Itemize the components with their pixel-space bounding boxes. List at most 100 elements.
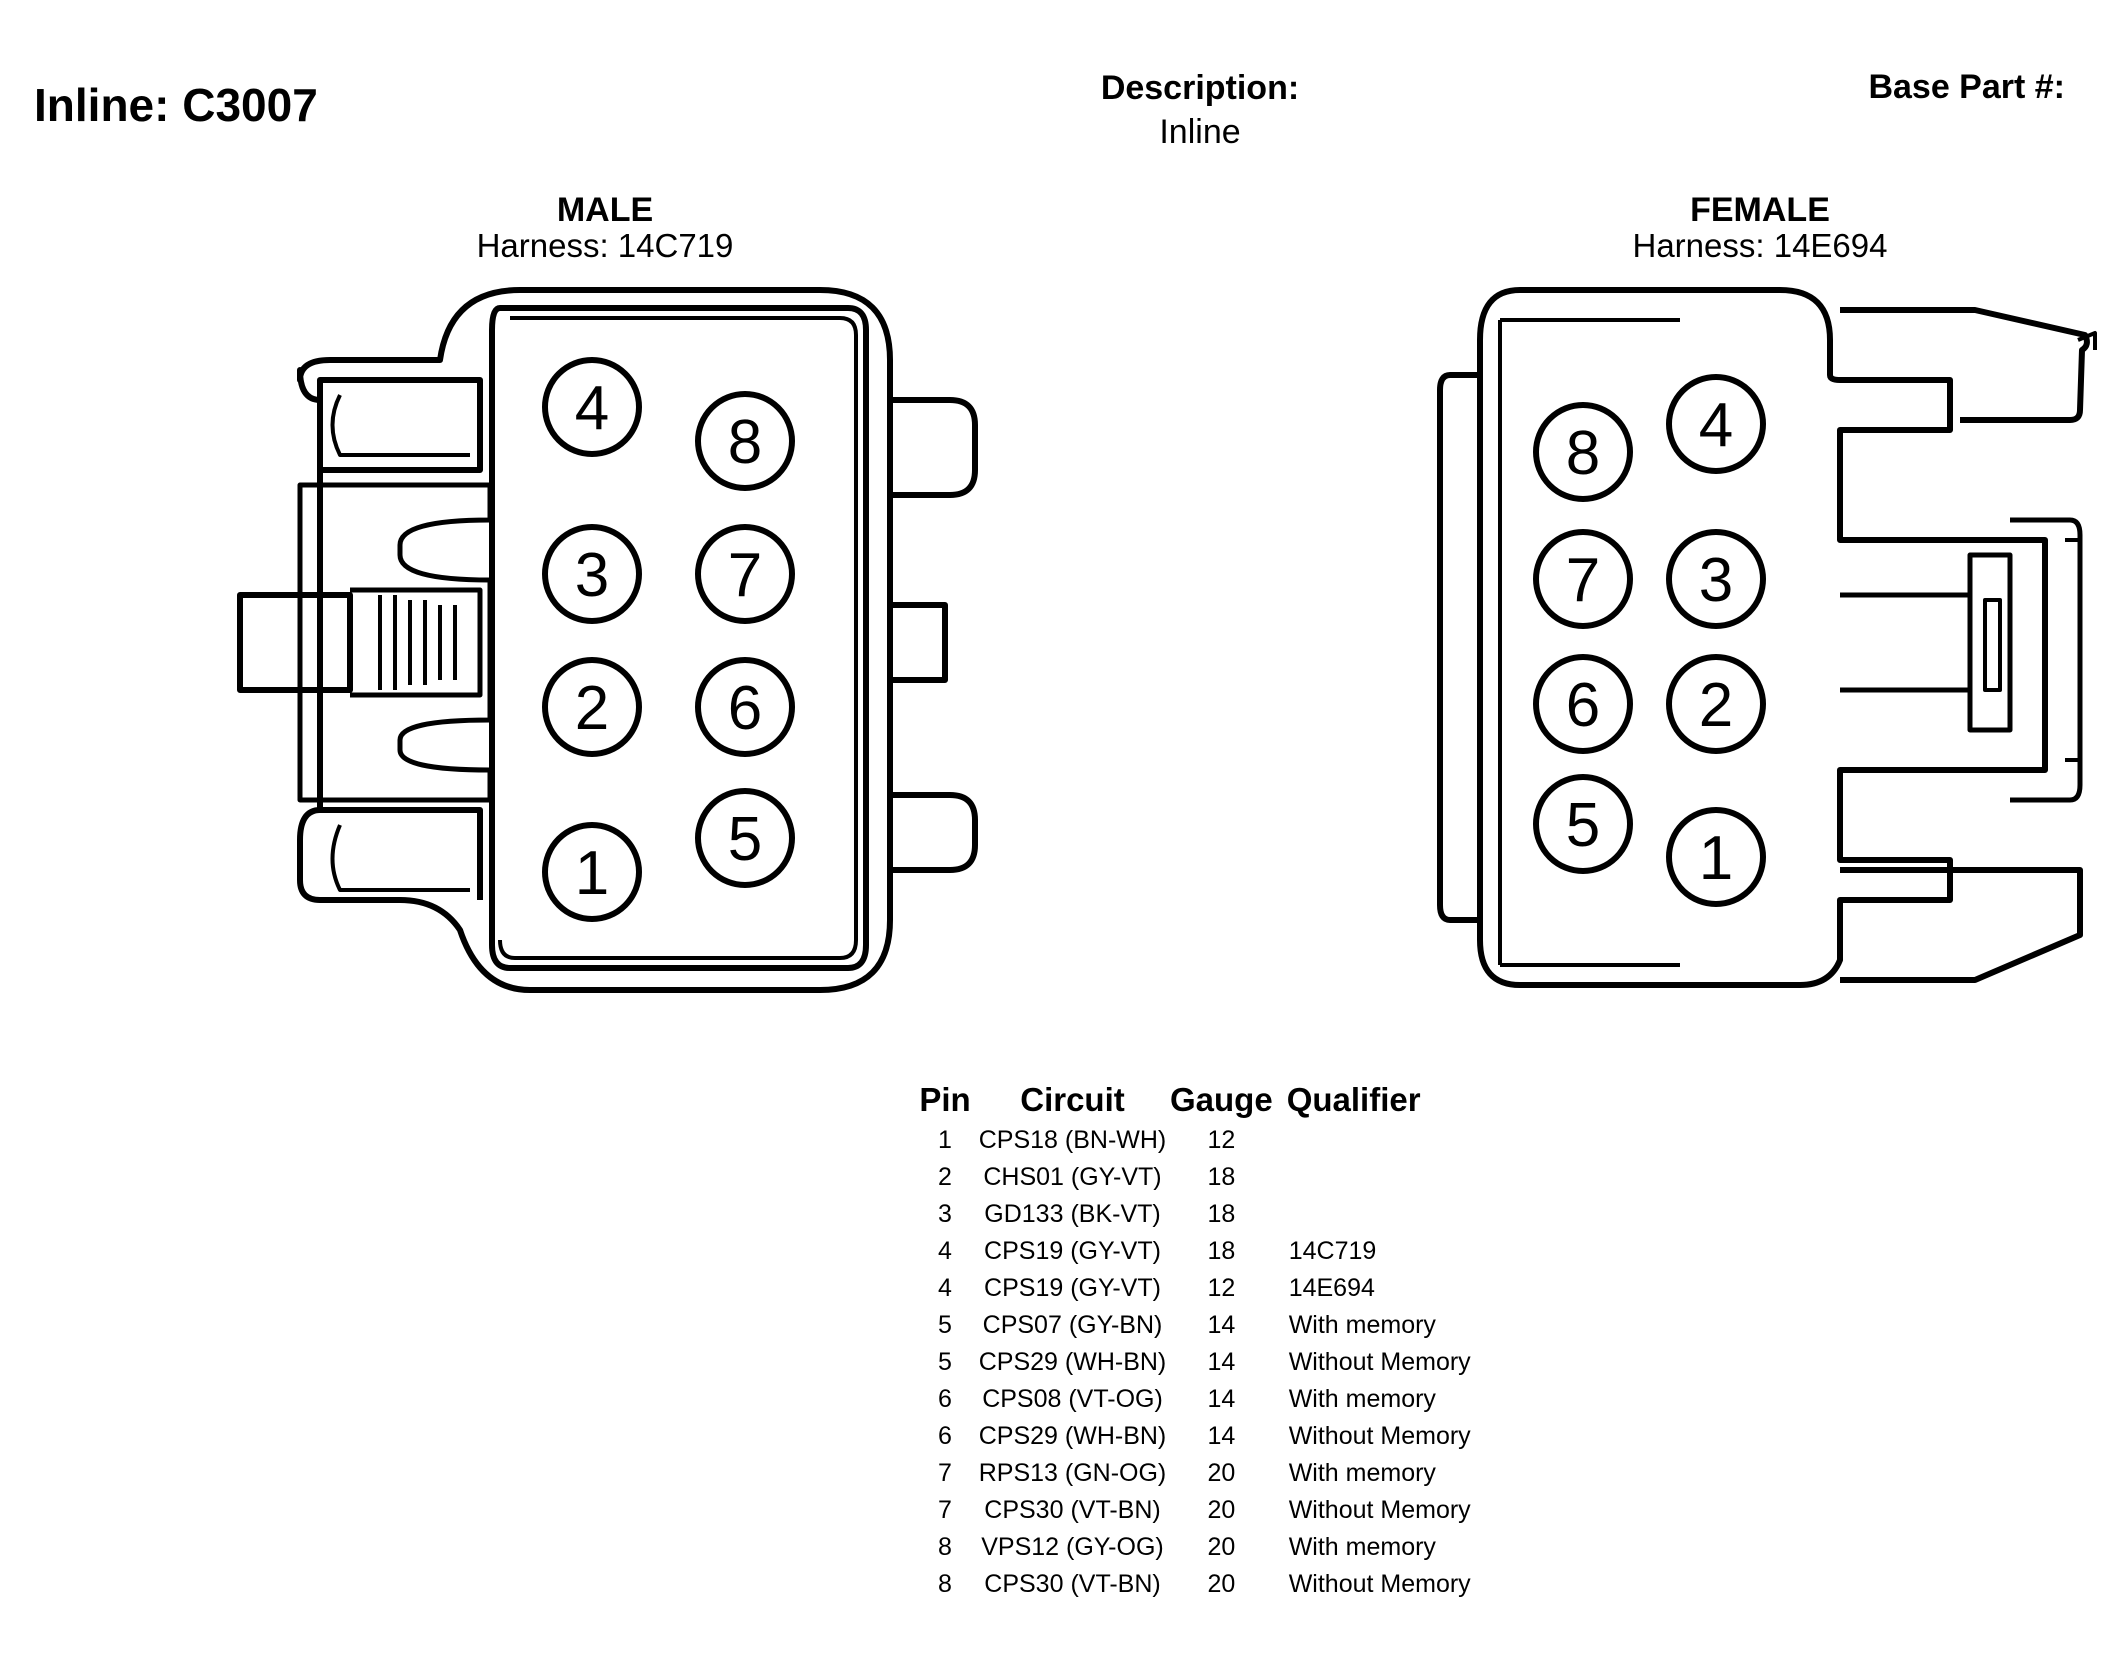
cell-gauge: 14	[1207, 1385, 1236, 1413]
male-connector-header: MALE Harness: 14C719	[405, 192, 805, 264]
male-pin-number: 2	[575, 674, 609, 743]
cell-gauge: 20	[1207, 1496, 1236, 1524]
cell-pin: 7	[938, 1459, 952, 1487]
female-pin-number: 5	[1566, 791, 1600, 860]
cell-qualifier: Without Memory	[1288, 1348, 1471, 1376]
cell-pin: 6	[938, 1422, 952, 1450]
cell-circuit: CPS08 (VT-OG)	[982, 1385, 1163, 1413]
male-pin-number: 3	[575, 541, 609, 610]
female-harness: Harness: 14E694	[1632, 227, 1888, 264]
description-block: Description: Inline	[1100, 68, 1300, 156]
cell-qualifier: Without Memory	[1288, 1422, 1471, 1450]
male-pin-circle	[542, 357, 642, 457]
male-pin-number: 4	[575, 374, 609, 443]
male-pin-circle	[542, 524, 642, 624]
cell-gauge: 14	[1207, 1311, 1236, 1339]
cell-gauge: 20	[1207, 1570, 1236, 1598]
cell-qualifier	[1273, 1122, 1497, 1159]
female-pin-circle	[1533, 654, 1633, 754]
cell-circuit: VPS12 (GY-OG)	[981, 1533, 1164, 1561]
cell-pin: 8	[938, 1533, 952, 1561]
male-pin-number: 5	[728, 805, 762, 874]
cell-qualifier: 14E694	[1288, 1274, 1375, 1302]
pin-table: Pin Circuit Gauge Qualifier 1 CPS18 (BN-W…	[915, 1078, 1497, 1603]
female-pin-circle	[1666, 374, 1766, 474]
cell-pin: 4	[938, 1237, 952, 1265]
cell-gauge: 18	[1207, 1200, 1236, 1228]
male-pin-number: 7	[728, 541, 762, 610]
cell-gauge: 14	[1207, 1348, 1236, 1376]
cell-qualifier: With memory	[1288, 1311, 1436, 1339]
female-pin-number: 2	[1699, 671, 1733, 740]
cell-gauge: 20	[1207, 1459, 1236, 1487]
description-value: Inline	[1159, 113, 1241, 151]
header-gauge: Gauge	[1170, 1081, 1273, 1118]
cell-gauge: 14	[1207, 1422, 1236, 1450]
female-pin-number: 6	[1566, 671, 1600, 740]
female-pin-circle	[1533, 529, 1633, 629]
header-circuit: Circuit	[1020, 1081, 1125, 1118]
cell-qualifier: Without Memory	[1288, 1496, 1471, 1524]
cell-circuit: CPS18 (BN-WH)	[978, 1126, 1167, 1154]
header-qualifier: Qualifier	[1286, 1081, 1421, 1118]
male-pin-circle	[695, 788, 795, 888]
male-pin-circle	[695, 657, 795, 757]
cell-pin: 5	[938, 1311, 952, 1339]
cell-gauge: 12	[1207, 1126, 1236, 1154]
male-harness: Harness: 14C719	[476, 227, 734, 264]
cell-qualifier: Without Memory	[1288, 1570, 1471, 1598]
cell-pin: 7	[938, 1496, 952, 1524]
cell-qualifier: 14C719	[1288, 1237, 1377, 1265]
male-pin-circle	[542, 657, 642, 757]
female-pin-number: 8	[1566, 419, 1600, 488]
connector-title: Inline: C3007	[34, 79, 318, 131]
cell-pin: 8	[938, 1570, 952, 1598]
female-pin-circle	[1666, 654, 1766, 754]
table-row: 1 CPS18 (BN-WH) 12	[915, 1122, 1497, 1159]
female-pin-circle	[1533, 402, 1633, 502]
female-pin-number: 7	[1566, 546, 1600, 615]
cell-pin: 1	[938, 1126, 952, 1154]
cell-gauge: 18	[1207, 1237, 1236, 1265]
table-row: 4 CPS19 (GY-VT) 12 14E694	[915, 1270, 1497, 1307]
cell-qualifier: With memory	[1288, 1533, 1436, 1561]
cell-circuit: CPS19 (GY-VT)	[984, 1237, 1161, 1265]
cell-circuit: CPS29 (WH-BN)	[978, 1348, 1167, 1376]
male-pin-number: 8	[728, 408, 762, 477]
male-pin-circle	[695, 524, 795, 624]
table-row: 4 CPS19 (GY-VT) 18 14C719	[915, 1233, 1497, 1270]
female-pin-circle	[1666, 807, 1766, 907]
female-pin-circle	[1533, 774, 1633, 874]
male-pin-number: 6	[728, 674, 762, 743]
cell-pin: 5	[938, 1348, 952, 1376]
female-pin-number: 4	[1699, 391, 1733, 460]
cell-circuit: CHS01 (GY-VT)	[983, 1163, 1162, 1191]
cell-qualifier	[1273, 1159, 1497, 1196]
male-pin-number: 1	[575, 839, 609, 908]
cell-pin: 4	[938, 1274, 952, 1302]
female-label: FEMALE	[1690, 191, 1830, 229]
cell-qualifier	[1273, 1196, 1497, 1233]
table-row: 5 CPS29 (WH-BN) 14 Without Memory	[915, 1344, 1497, 1381]
description-label: Description:	[1100, 69, 1300, 107]
cell-pin: 6	[938, 1385, 952, 1413]
cell-gauge: 12	[1207, 1274, 1236, 1302]
table-row: 8 VPS12 (GY-OG) 20 With memory	[915, 1529, 1497, 1566]
cell-circuit: GD133 (BK-VT)	[984, 1200, 1161, 1228]
cell-gauge: 18	[1207, 1163, 1236, 1191]
cell-qualifier: With memory	[1288, 1385, 1436, 1413]
female-pin-number: 3	[1699, 546, 1733, 615]
cell-gauge: 20	[1207, 1533, 1236, 1561]
header-pin: Pin	[919, 1081, 971, 1118]
male-pin-circle	[695, 391, 795, 491]
cell-circuit: CPS19 (GY-VT)	[984, 1274, 1161, 1302]
base-part-label: Base Part #:	[1868, 68, 2065, 106]
